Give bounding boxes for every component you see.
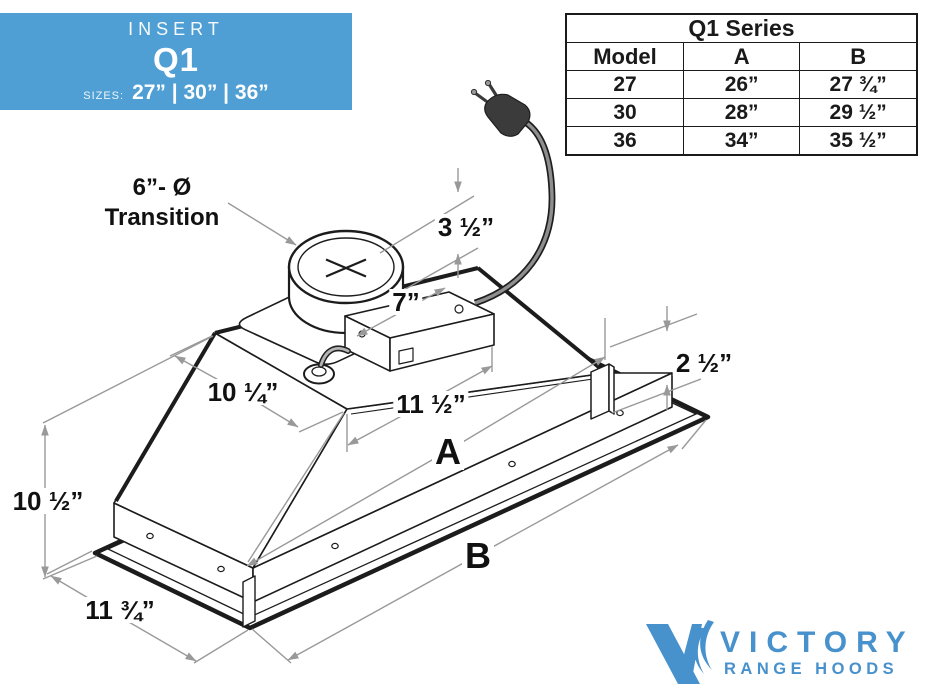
dimension-label-junction-box: 7” — [389, 289, 423, 315]
column-header-a: A — [683, 42, 801, 71]
product-banner: INSERT Q1 SIZES: 27” | 30” | 36” — [0, 13, 352, 110]
cell-b: 29 ½” — [799, 98, 918, 127]
transition-label: 6”- Ø Transition — [102, 173, 223, 233]
banner-sizes: SIZES: 27” | 30” | 36” — [83, 81, 269, 105]
spec-table-title: Q1 Series — [565, 13, 918, 43]
banner-sizes-label: SIZES: — [83, 89, 125, 102]
screw-holes — [146, 409, 624, 573]
spec-table: Q1 Series Model A B 27 26” 27 ¾” 30 28” … — [565, 13, 918, 156]
cell-a: 26” — [683, 70, 801, 99]
transition-label-line2: Transition — [104, 204, 220, 231]
banner-model: Q1 — [152, 40, 200, 78]
banner-sizes-values: 27” | 30” | 36” — [132, 80, 269, 104]
cell-a: 34” — [683, 126, 801, 156]
column-header-b: B — [799, 42, 918, 71]
banner-category: INSERT — [128, 18, 224, 39]
brand-logo: VICTORY RANGE HOODS — [638, 612, 930, 694]
dimension-label-top-depth: 10 ¼” — [204, 379, 282, 405]
hood-body — [113, 266, 673, 628]
cell-model: 27 — [565, 70, 685, 99]
grommet — [303, 363, 335, 385]
dimension-label-b: B — [462, 538, 494, 574]
dimension-label-flange-depth: 11 ¾” — [82, 597, 158, 623]
transition-label-line1: 6”- Ø — [132, 174, 192, 201]
dimension-label-total-height: 10 ½” — [9, 488, 87, 514]
table-row: 36 34” 35 ½” — [565, 126, 918, 156]
column-header-model: Model — [565, 42, 685, 71]
dimension-label-end-height: 2 ½” — [672, 350, 736, 376]
cell-a: 28” — [683, 98, 801, 127]
dimension-lines — [41, 168, 707, 664]
cell-b: 27 ¾” — [799, 70, 918, 99]
dimension-label-top-opening: 11 ½” — [393, 391, 469, 417]
cell-model: 30 — [565, 98, 685, 127]
logo-tagline: RANGE HOODS — [724, 660, 899, 679]
logo-flame-icon — [646, 620, 714, 684]
cell-b: 35 ½” — [799, 126, 918, 156]
logo-brand-text: VICTORY — [720, 626, 915, 660]
table-row: 27 26” 27 ¾” — [565, 70, 918, 99]
spec-table-header-row: Model A B — [565, 42, 918, 71]
mounting-tab — [590, 363, 615, 420]
dimension-label-a: A — [432, 434, 464, 470]
center-cross-mark — [325, 258, 367, 278]
junction-box — [303, 291, 495, 385]
cell-model: 36 — [565, 126, 685, 156]
table-row: 30 28” 29 ½” — [565, 98, 918, 127]
dimension-label-collar-height: 3 ½” — [434, 214, 498, 240]
spec-table-title-row: Q1 Series — [565, 13, 918, 43]
power-plug — [470, 79, 531, 137]
power-cord — [470, 79, 556, 307]
